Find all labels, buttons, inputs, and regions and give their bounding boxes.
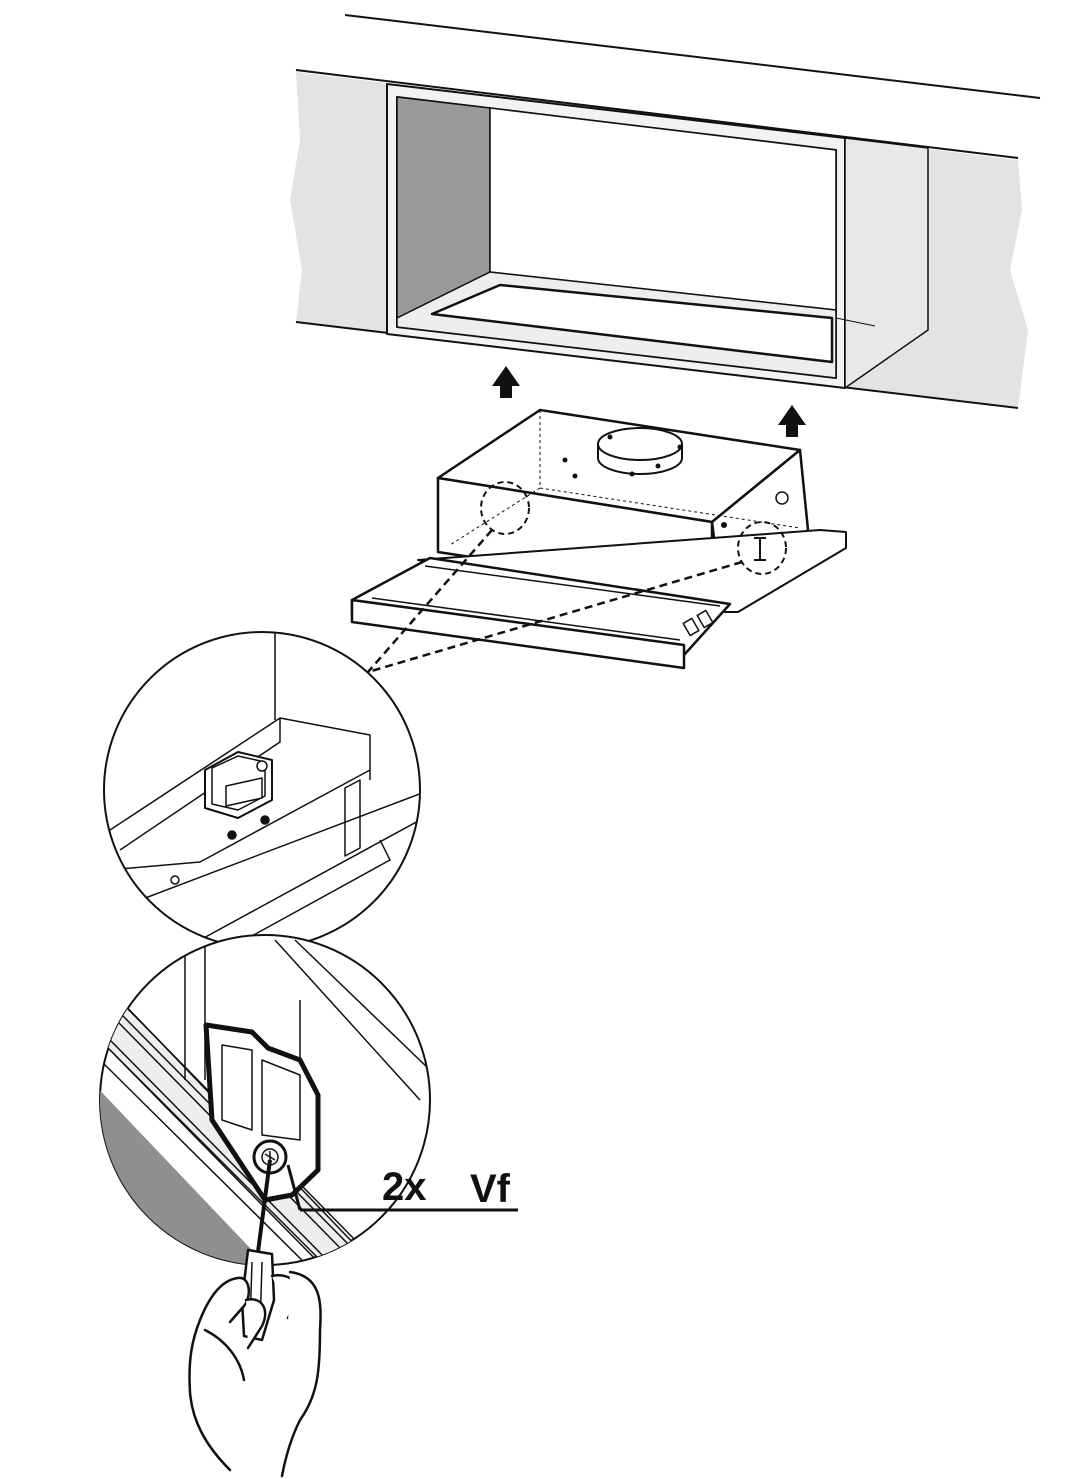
right-cabinet-ledge	[835, 317, 876, 327]
cabinet-cutout	[430, 283, 834, 364]
ceiling-line	[295, 69, 1019, 159]
range-hood	[350, 408, 847, 674]
callout: 2x Vf	[286, 1164, 518, 1212]
duct-collar	[597, 427, 683, 461]
hand-icon	[188, 1270, 322, 1478]
hood-drawer-rail	[371, 597, 681, 641]
clip-glyph	[754, 537, 766, 561]
callout-count: 2x	[382, 1165, 427, 1209]
callout-leader	[286, 1164, 302, 1211]
hood-drawer-front	[350, 598, 686, 670]
detail-view-screw	[99, 934, 431, 1266]
callout-part-label: Vf	[470, 1167, 511, 1211]
detail-marker-right	[737, 521, 787, 575]
hood-drawer-rail	[424, 565, 721, 607]
detail-view-bracket	[103, 631, 421, 949]
up-arrow-icon	[778, 405, 806, 437]
detail-marker-left	[480, 481, 530, 535]
hood-latch	[682, 609, 714, 637]
up-arrow-icon	[492, 366, 520, 398]
wall-cabinet	[290, 14, 1041, 409]
ceiling-line	[344, 14, 1041, 99]
leader-line	[367, 529, 493, 673]
hood-hidden-edges	[449, 410, 801, 546]
duct-collar-side	[597, 444, 683, 475]
